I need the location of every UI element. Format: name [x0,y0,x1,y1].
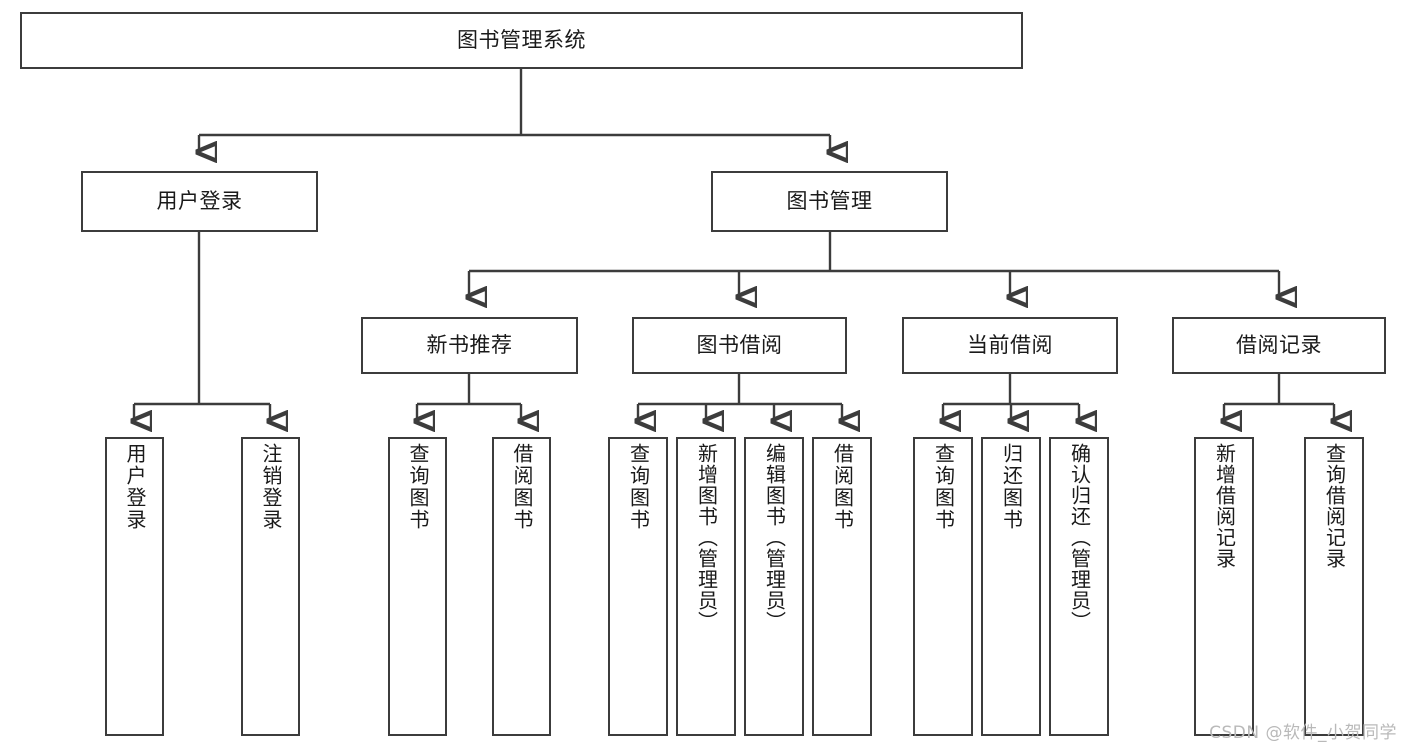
node-new-book-recommend-label: 新书推荐 [426,333,513,358]
node-leaf-add-book-label: 新增图书（管理员） [694,443,719,632]
watermark-text: CSDN @软件_小贺同学 [1209,723,1397,743]
node-leaf-confirm-return[interactable]: 确认归还（管理员） [1049,437,1109,736]
node-current-borrow-label: 当前借阅 [967,333,1053,358]
node-book-borrow-label: 图书借阅 [696,333,783,358]
node-user-login-label: 用户登录 [156,189,243,214]
node-leaf-add-record-label: 新增借阅记录 [1212,443,1237,569]
node-leaf-edit-book-label: 编辑图书（管理员） [762,443,787,632]
node-book-management-label: 图书管理 [786,189,873,214]
node-new-book-recommend[interactable]: 新书推荐 [361,317,578,374]
node-book-management[interactable]: 图书管理 [711,171,948,232]
node-leaf-query-book-1[interactable]: 查询图书 [388,437,447,736]
node-leaf-user-login[interactable]: 用户登录 [105,437,164,736]
node-leaf-query-book-2[interactable]: 查询图书 [608,437,668,736]
node-borrow-record-label: 借阅记录 [1236,333,1322,358]
node-leaf-borrow-book-1-label: 借阅图书 [510,443,534,531]
node-current-borrow[interactable]: 当前借阅 [902,317,1118,374]
node-leaf-return-book-label: 归还图书 [999,443,1024,531]
node-leaf-logout-label: 注销登录 [259,443,283,531]
node-borrow-record[interactable]: 借阅记录 [1172,317,1386,374]
node-leaf-query-book-3[interactable]: 查询图书 [913,437,973,736]
node-leaf-user-login-label: 用户登录 [123,443,147,531]
node-leaf-borrow-book-1[interactable]: 借阅图书 [492,437,551,736]
node-leaf-query-record[interactable]: 查询借阅记录 [1304,437,1364,736]
node-leaf-return-book[interactable]: 归还图书 [981,437,1041,736]
node-user-login[interactable]: 用户登录 [81,171,318,232]
node-root[interactable]: 图书管理系统 [20,12,1023,69]
node-leaf-edit-book[interactable]: 编辑图书（管理员） [744,437,804,736]
node-leaf-logout[interactable]: 注销登录 [241,437,300,736]
node-leaf-add-book[interactable]: 新增图书（管理员） [676,437,736,736]
node-leaf-query-book-1-label: 查询图书 [406,443,430,531]
node-book-borrow[interactable]: 图书借阅 [632,317,847,374]
node-leaf-borrow-book-2-label: 借阅图书 [830,443,855,531]
node-leaf-query-book-2-label: 查询图书 [626,443,651,531]
node-root-label: 图书管理系统 [457,28,586,53]
node-leaf-borrow-book-2[interactable]: 借阅图书 [812,437,872,736]
node-leaf-query-record-label: 查询借阅记录 [1322,443,1347,569]
node-leaf-confirm-return-label: 确认归还（管理员） [1067,443,1092,632]
node-leaf-query-book-3-label: 查询图书 [931,443,956,531]
node-leaf-add-record[interactable]: 新增借阅记录 [1194,437,1254,736]
